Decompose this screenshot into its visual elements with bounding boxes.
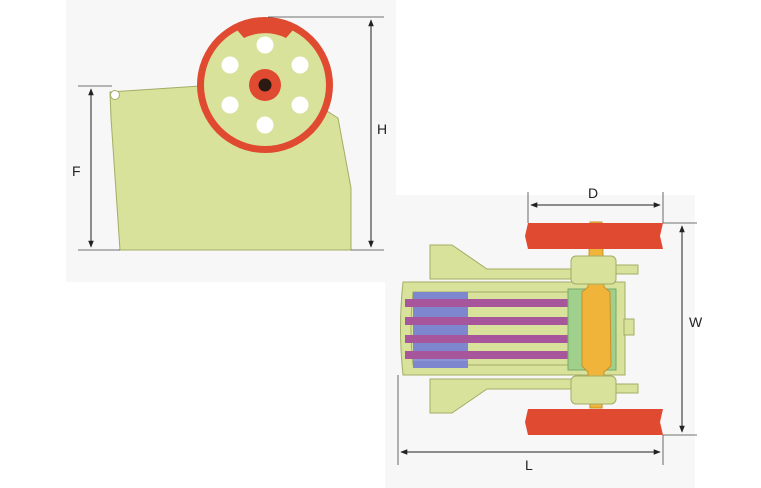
shaft-key — [258, 78, 272, 92]
dim-L-label: L — [525, 457, 533, 473]
bearing-block-top — [570, 255, 617, 285]
dim-H-label: H — [377, 121, 387, 137]
flywheel-counterweight — [237, 23, 293, 38]
side-view: F H — [72, 16, 387, 251]
flywheel-bottom — [525, 409, 663, 435]
tie-rod — [405, 317, 573, 325]
end-cap — [623, 318, 635, 336]
tie-rod — [405, 351, 573, 359]
flywheel-hole — [256, 116, 274, 134]
flywheel-hole — [291, 96, 309, 114]
tie-rod — [405, 335, 573, 343]
top-view: D W L — [397, 185, 703, 473]
dim-W-label: W — [689, 314, 703, 330]
bearing-block-bottom — [570, 375, 617, 405]
flywheel-hole — [221, 56, 239, 74]
flywheel-hole — [256, 36, 274, 54]
flywheel-top — [525, 223, 663, 249]
bearing-bolt — [615, 264, 639, 275]
flywheel-hole — [291, 56, 309, 74]
bearing-bolt — [615, 383, 639, 394]
flywheel — [197, 17, 333, 153]
tie-rod — [405, 299, 573, 307]
dim-F-label: F — [72, 163, 81, 179]
dim-D-label: D — [588, 185, 598, 201]
flywheel-hole — [221, 96, 239, 114]
pivot-hole — [110, 90, 120, 100]
